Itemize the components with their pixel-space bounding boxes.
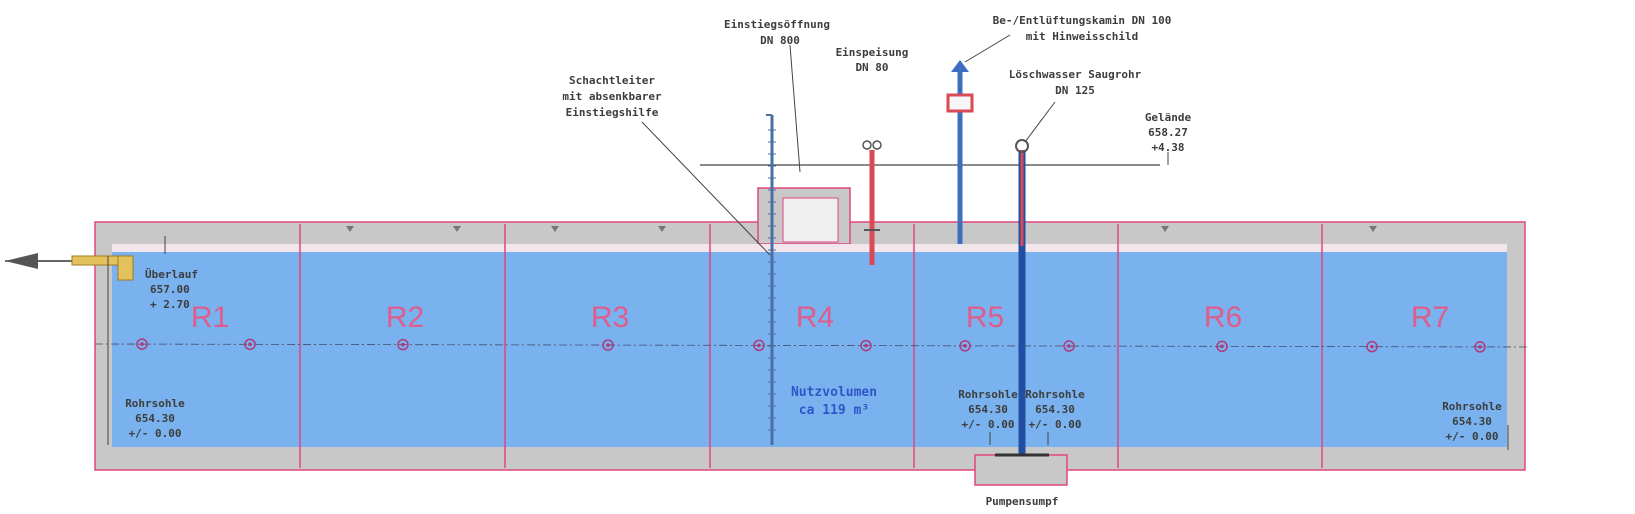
feed-label: Einspeisung	[836, 46, 909, 59]
pipe-bottom-right-label: Rohrsohle	[1442, 400, 1502, 413]
axis-marker-dot	[757, 343, 761, 348]
axis-marker-dot	[140, 342, 144, 346]
vent-note: mit Hinweisschild	[1026, 30, 1139, 43]
axis-marker	[244, 338, 256, 351]
axis-marker-dot	[963, 344, 967, 348]
pipe-bottom-mid-right-label: Rohrsohle	[1025, 388, 1085, 401]
axis-marker	[1366, 340, 1378, 353]
center-axis	[94, 343, 1531, 348]
anchor-icon	[658, 226, 666, 232]
axis-marker	[397, 338, 409, 351]
anchor-icon	[1369, 226, 1377, 232]
axis-marker-dot	[1067, 344, 1071, 348]
room-label-r2: R2	[386, 301, 424, 334]
room-label-r5: R5	[966, 301, 1004, 334]
leader-lines	[107, 34, 1509, 450]
air-gap	[112, 244, 1507, 252]
sump-label: Pumpensumpf	[986, 495, 1059, 508]
axis-marker-dot	[248, 342, 252, 347]
vent-pipe-icon	[946, 60, 974, 244]
entry-opening-label: Einstiegsöffnung	[724, 18, 830, 31]
room-label-r7: R7	[1411, 301, 1449, 334]
axis-marker	[1474, 341, 1486, 353]
axis-marker-dot	[606, 343, 610, 347]
ground-relative: +4.38	[1151, 141, 1184, 154]
pipe-bottom-mid-right-rel: +/- 0.00	[1029, 418, 1082, 431]
anchor-icon	[453, 226, 461, 232]
axis-marker	[1216, 340, 1228, 353]
room-label-r3: R3	[591, 301, 629, 334]
room-label-r4: R4	[796, 301, 834, 334]
overflow-relative: + 2.70	[150, 298, 190, 311]
overflow-label: Überlauf	[145, 267, 198, 281]
axis-marker-dot	[1478, 345, 1482, 349]
anchor-icon	[551, 226, 559, 232]
axis-marker	[959, 340, 971, 352]
suction-size: DN 125	[1055, 84, 1095, 97]
axis-marker	[860, 339, 872, 352]
pipe-bottom-mid-left-rel: +/- 0.00	[962, 418, 1015, 431]
ground-elevation: 658.27	[1148, 126, 1188, 139]
pipe-bottom-left-elev: 654.30	[135, 412, 175, 425]
axis-marker-dot	[1370, 344, 1374, 349]
vent-label: Be-/Entlüftungskamin DN 100	[993, 14, 1172, 27]
feed-pipe-icon	[862, 140, 882, 265]
pipe-bottom-left-label: Rohrsohle	[125, 397, 185, 410]
ladder-label-2: mit absenkbarer	[562, 90, 662, 103]
axis-marker	[602, 339, 614, 351]
ground-label: Gelände	[1145, 111, 1192, 124]
room-labels: R1 R2 R3 R4 R5 R6 R7	[191, 301, 1449, 334]
ladder-label: Schachtleiter	[569, 74, 655, 87]
volume-label: Nutzvolumen	[791, 385, 877, 400]
axis-marker-dot	[864, 343, 868, 348]
axis-marker	[753, 339, 765, 352]
ladder-label-3: Einstiegshilfe	[566, 106, 659, 119]
entry-opening-size: DN 800	[760, 34, 800, 47]
pipe-bottom-mid-right-elev: 654.30	[1035, 403, 1075, 416]
volume-value: ca 119 m³	[799, 403, 869, 418]
anchor-icon	[346, 226, 354, 232]
pipe-bottom-left-rel: +/- 0.00	[129, 427, 182, 440]
room-label-r6: R6	[1204, 301, 1242, 334]
water-volume	[112, 252, 1507, 447]
axis-markers	[136, 338, 1486, 353]
pipe-bottom-mid-left-label: Rohrsohle	[958, 388, 1018, 401]
axis-marker-dot	[1220, 344, 1224, 349]
anchor-icon	[1161, 226, 1169, 232]
axis-marker	[1063, 340, 1075, 352]
shaft-ladder-icon	[766, 114, 774, 445]
pipe-bottom-right-elev: 654.30	[1452, 415, 1492, 428]
feed-size: DN 80	[855, 61, 888, 74]
suction-pipe-icon	[995, 139, 1049, 457]
pipe-bottom-right-rel: +/- 0.00	[1446, 430, 1499, 443]
room-label-r1: R1	[191, 301, 229, 334]
axis-marker	[136, 338, 148, 350]
overflow-pipe	[5, 253, 134, 281]
suction-label: Löschwasser Saugrohr	[1009, 68, 1142, 81]
overflow-elevation: 657.00	[150, 283, 190, 296]
axis-marker-dot	[401, 342, 405, 347]
pipe-bottom-mid-left-elev: 654.30	[968, 403, 1008, 416]
lifting-anchors	[346, 226, 1377, 232]
